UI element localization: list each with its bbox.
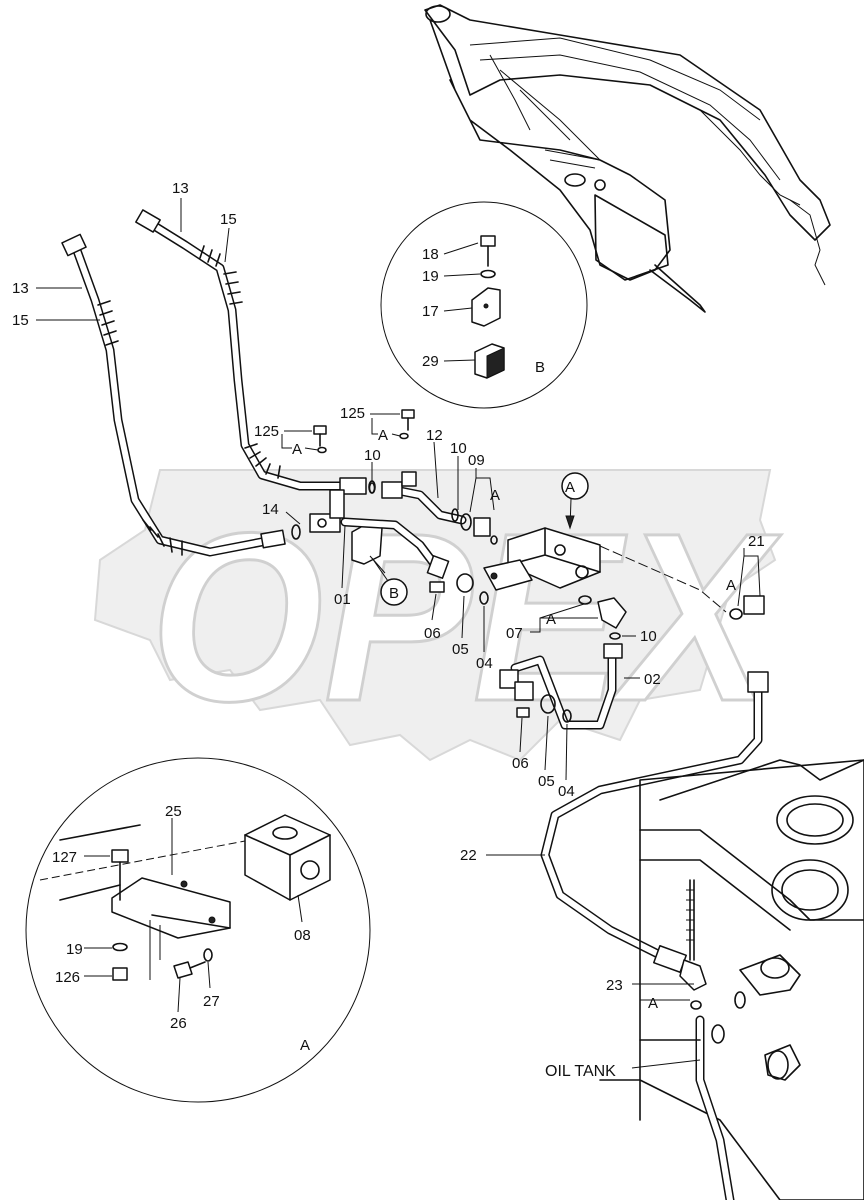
detail-a-label-127: 127 (52, 849, 77, 866)
detail-a-view-label: A (300, 1037, 310, 1054)
detail-b: 18 19 17 29 B (380, 201, 588, 409)
callout-a-4: A (546, 611, 556, 628)
watermark-text: OPEX (150, 483, 782, 751)
callout-125-right: 125 (340, 405, 365, 422)
callout-125-left: 125 (254, 423, 279, 440)
callout-15-top: 15 (220, 211, 237, 228)
callout-04-a: 04 (476, 655, 493, 672)
callout-labels: 13 15 13 15 125 A 125 A 10 12 10 09 A 14… (12, 180, 765, 1080)
callout-10-a: 10 (364, 447, 381, 464)
callout-09: 09 (468, 452, 485, 469)
callout-14: 14 (262, 501, 279, 518)
oil-tank-label: OIL TANK (545, 1063, 616, 1080)
detail-a-label-08: 08 (294, 927, 311, 944)
callout-02: 02 (644, 671, 661, 688)
detail-a-label-19: 19 (66, 941, 83, 958)
detail-b-view-label: B (535, 359, 545, 376)
callout-a-2: A (378, 427, 388, 444)
oil-tank (599, 759, 864, 1200)
callout-06-a: 06 (424, 625, 441, 642)
detail-b-label-18: 18 (422, 246, 439, 263)
callout-10-c: 10 (640, 628, 657, 645)
callout-15-left: 15 (12, 312, 29, 329)
leader-lines (36, 198, 761, 1069)
callout-23: 23 (606, 977, 623, 994)
orings (313, 409, 765, 1010)
detail-a-label-27: 27 (203, 993, 220, 1010)
center-fittings: A B (309, 471, 727, 730)
callout-06-b: 06 (512, 755, 529, 772)
callout-10-b: 10 (450, 440, 467, 457)
detail-a: 127 25 19 126 26 27 08 A (25, 757, 371, 1103)
hose-left (61, 233, 301, 557)
marker-b-text: B (389, 585, 399, 602)
callout-a-1: A (292, 441, 302, 458)
callout-05-a: 05 (452, 641, 469, 658)
callout-a-6: A (648, 995, 658, 1012)
callout-a-5: A (726, 577, 736, 594)
hose-top (135, 209, 376, 495)
callout-a-3: A (490, 487, 500, 504)
callout-13-left: 13 (12, 280, 29, 297)
callout-22: 22 (460, 847, 477, 864)
detail-b-label-19: 19 (422, 268, 439, 285)
marker-a-text: A (565, 479, 575, 496)
detail-b-label-29: 29 (422, 353, 439, 370)
callout-21: 21 (748, 533, 765, 550)
detail-a-label-25: 25 (165, 803, 182, 820)
excavator-arm-illustration (424, 4, 831, 313)
detail-a-label-126: 126 (55, 969, 80, 986)
pipe-22 (540, 671, 769, 991)
callout-01: 01 (334, 591, 351, 608)
callout-07: 07 (506, 625, 523, 642)
callout-05-b: 05 (538, 773, 555, 790)
detail-b-label-17: 17 (422, 303, 439, 320)
detail-a-label-26: 26 (170, 1015, 187, 1032)
callout-13-top: 13 (172, 180, 189, 197)
callout-04-b: 04 (558, 783, 575, 800)
callout-12: 12 (426, 427, 443, 444)
